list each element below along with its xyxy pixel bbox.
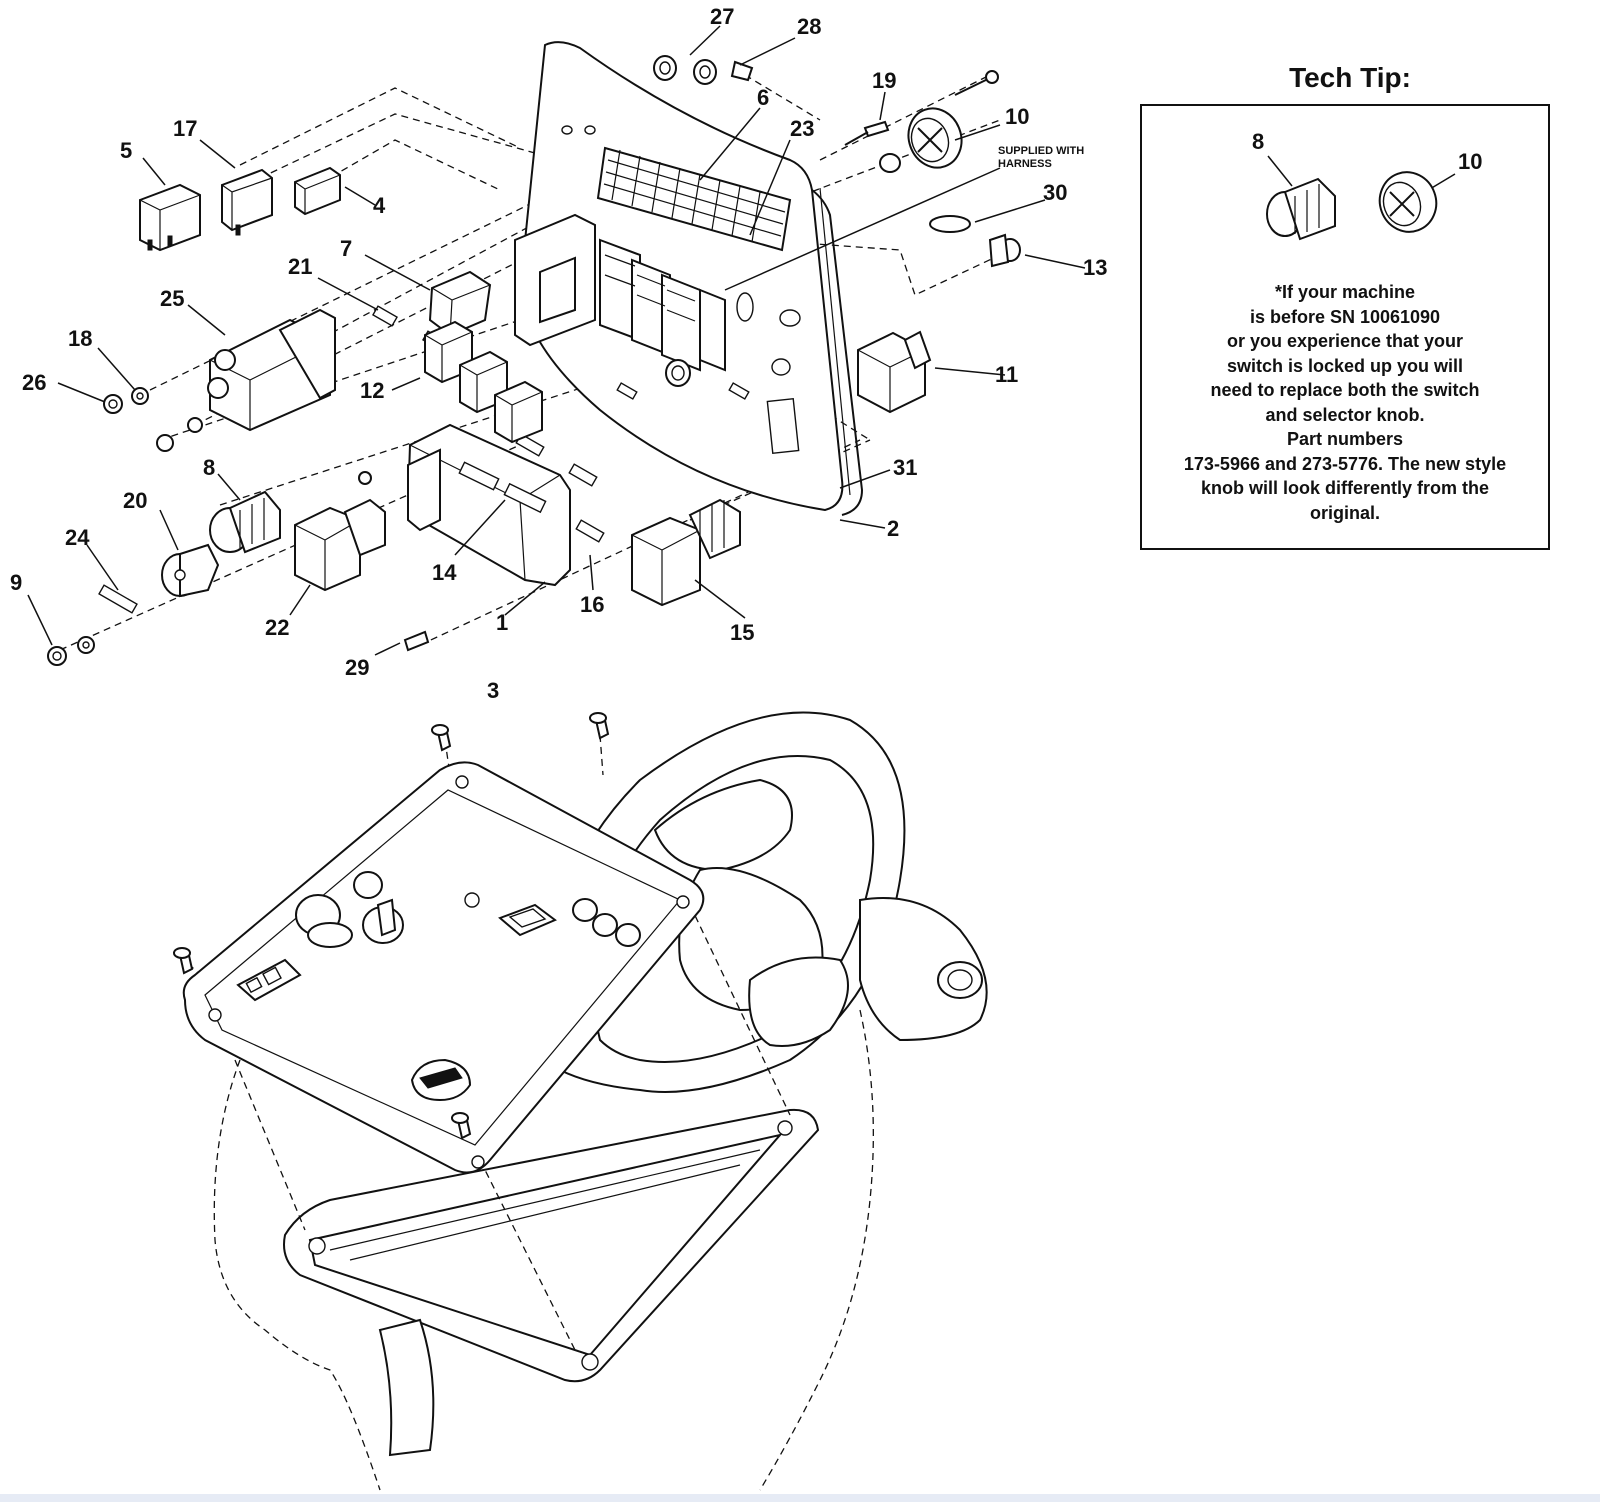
indicator-13 <box>988 233 1021 268</box>
callout-3: 3 <box>487 678 499 703</box>
switch-8 <box>209 490 281 554</box>
callout-20: 20 <box>123 488 147 513</box>
tech-tip-box <box>1140 104 1550 550</box>
clip-30 <box>929 215 971 233</box>
bolt-top <box>954 70 999 96</box>
main-panel <box>518 41 864 516</box>
callout-12: 12 <box>360 378 384 403</box>
callout-26: 26 <box>22 370 46 395</box>
callout-11: 11 <box>995 362 1018 387</box>
screw-19 <box>844 120 901 173</box>
dash-right-housing <box>859 897 988 1042</box>
callout-23: 23 <box>790 116 814 141</box>
callout-27: 27 <box>710 4 734 29</box>
relay-17 <box>221 168 273 236</box>
controller-1 <box>406 423 571 587</box>
callout-17: 17 <box>173 116 197 141</box>
relays-12 <box>424 320 543 444</box>
rocker-switch-11 <box>857 330 932 414</box>
callout-8: 8 <box>203 455 215 480</box>
callout-24: 24 <box>65 525 90 550</box>
callout-31: 31 <box>893 455 917 480</box>
nuts <box>47 359 691 666</box>
callout-labels: 27 28 6 23 19 10 30 13 11 31 2 5 17 4 7 … <box>10 4 1107 703</box>
leader-lines <box>27 25 1086 656</box>
steering-wheel <box>549 711 906 1093</box>
callout-19: 19 <box>872 68 896 93</box>
knob-10 <box>907 107 963 169</box>
callout-28: 28 <box>797 14 821 39</box>
callout-9: 9 <box>10 570 22 595</box>
callout-30: 30 <box>1043 180 1067 205</box>
tech-tip-callout-8: 8 <box>1252 129 1264 154</box>
machine-body-outline <box>213 1009 874 1491</box>
relay-5 <box>139 183 201 252</box>
callout-4: 4 <box>373 193 386 218</box>
callout-18: 18 <box>68 326 92 351</box>
callout-15: 15 <box>730 620 754 645</box>
push-button-15 <box>631 498 741 607</box>
callout-13: 13 <box>1083 255 1107 280</box>
callout-21: 21 <box>288 254 312 279</box>
callout-5: 5 <box>120 138 132 163</box>
callout-29: 29 <box>345 655 369 680</box>
relay-4 <box>294 166 341 216</box>
callout-16: 16 <box>580 592 604 617</box>
callout-1: 1 <box>496 610 508 635</box>
callout-25: 25 <box>160 286 184 311</box>
terminal-strip <box>596 146 792 252</box>
panel-screws <box>173 712 610 1140</box>
callout-22: 22 <box>265 615 289 640</box>
push-button-22 <box>294 498 386 592</box>
callout-14: 14 <box>432 560 457 585</box>
grommets <box>653 55 754 85</box>
console-tray <box>283 1108 820 1457</box>
harness-note-line2: HARNESS <box>998 158 1052 170</box>
callout-2: 2 <box>887 516 899 541</box>
callout-6: 6 <box>757 85 769 110</box>
callout-10: 10 <box>1005 104 1029 129</box>
bottom-edge-bar <box>0 1494 1600 1502</box>
harness-note-line1: SUPPLIED WITH <box>998 145 1084 157</box>
knob-20 <box>161 543 220 598</box>
tech-tip-note: *If your machine is before SN 10061090 o… <box>1183 282 1507 523</box>
control-panel-plate <box>182 761 705 1174</box>
tech-tip-illustration: 8 10 <box>1252 129 1482 241</box>
relay-bank <box>514 213 726 372</box>
callout-7: 7 <box>340 236 352 261</box>
tech-tip-callout-10: 10 <box>1458 149 1482 174</box>
solenoid-25 <box>207 308 336 432</box>
tech-tip-title: Tech Tip: <box>1289 62 1411 93</box>
